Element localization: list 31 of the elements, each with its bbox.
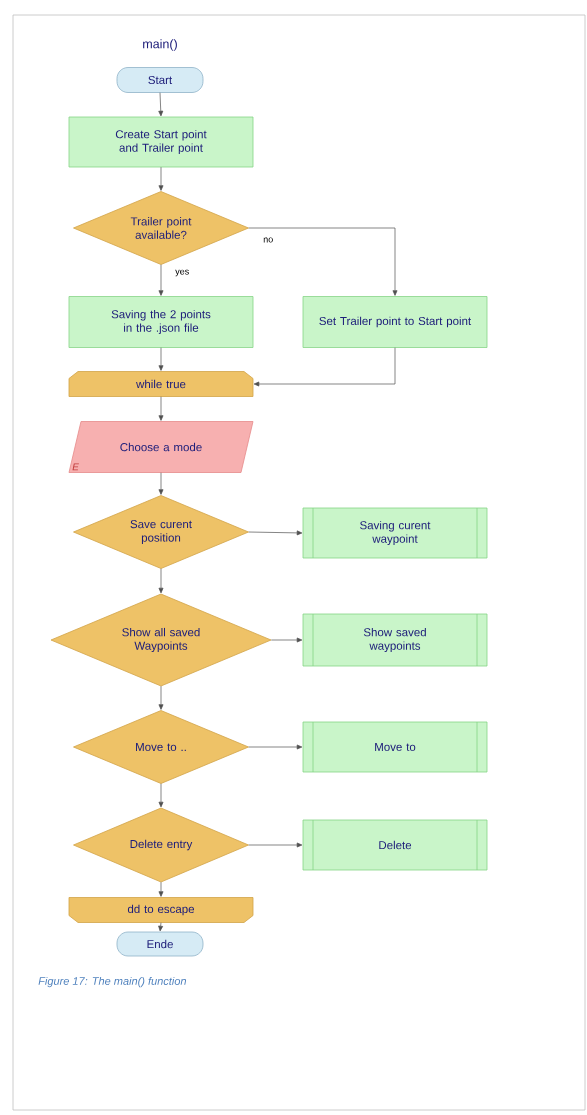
arrow (248, 227, 398, 296)
loop-end-box: dd to escape (68, 897, 254, 923)
arrow (270, 637, 303, 643)
arrow (158, 783, 164, 808)
subroutine-box: Show saved waypoints (302, 613, 488, 667)
arrow (158, 396, 164, 421)
arrow (158, 347, 164, 371)
arrow (158, 568, 164, 594)
process-box: Set Trailer point to Start point (302, 296, 488, 348)
arrow (158, 922, 163, 932)
arrow (248, 842, 303, 848)
subroutine-box: Saving curent waypoint (302, 507, 488, 559)
arrow (158, 881, 164, 897)
loop-start-box: while true (68, 371, 254, 397)
process-box: Saving the 2 points in the .json file (68, 296, 254, 348)
caption: Figure 17: The main() function (38, 976, 187, 988)
process-box: Create Start point and Trailer point (68, 116, 254, 168)
arrow (158, 472, 164, 495)
arrow (158, 166, 164, 191)
subroutine-box: Move to (302, 721, 488, 773)
title: main() (143, 39, 177, 51)
edge-label: no (262, 236, 275, 244)
arrow (158, 685, 164, 710)
input-parallelogram: Choose a mode E (68, 421, 254, 473)
arrow (158, 264, 164, 296)
edge-label: yes (174, 268, 191, 278)
arrow (253, 347, 396, 387)
arrow (248, 530, 303, 536)
arrow (158, 92, 164, 117)
subroutine-box: Delete (302, 819, 488, 871)
arrow (248, 744, 303, 750)
